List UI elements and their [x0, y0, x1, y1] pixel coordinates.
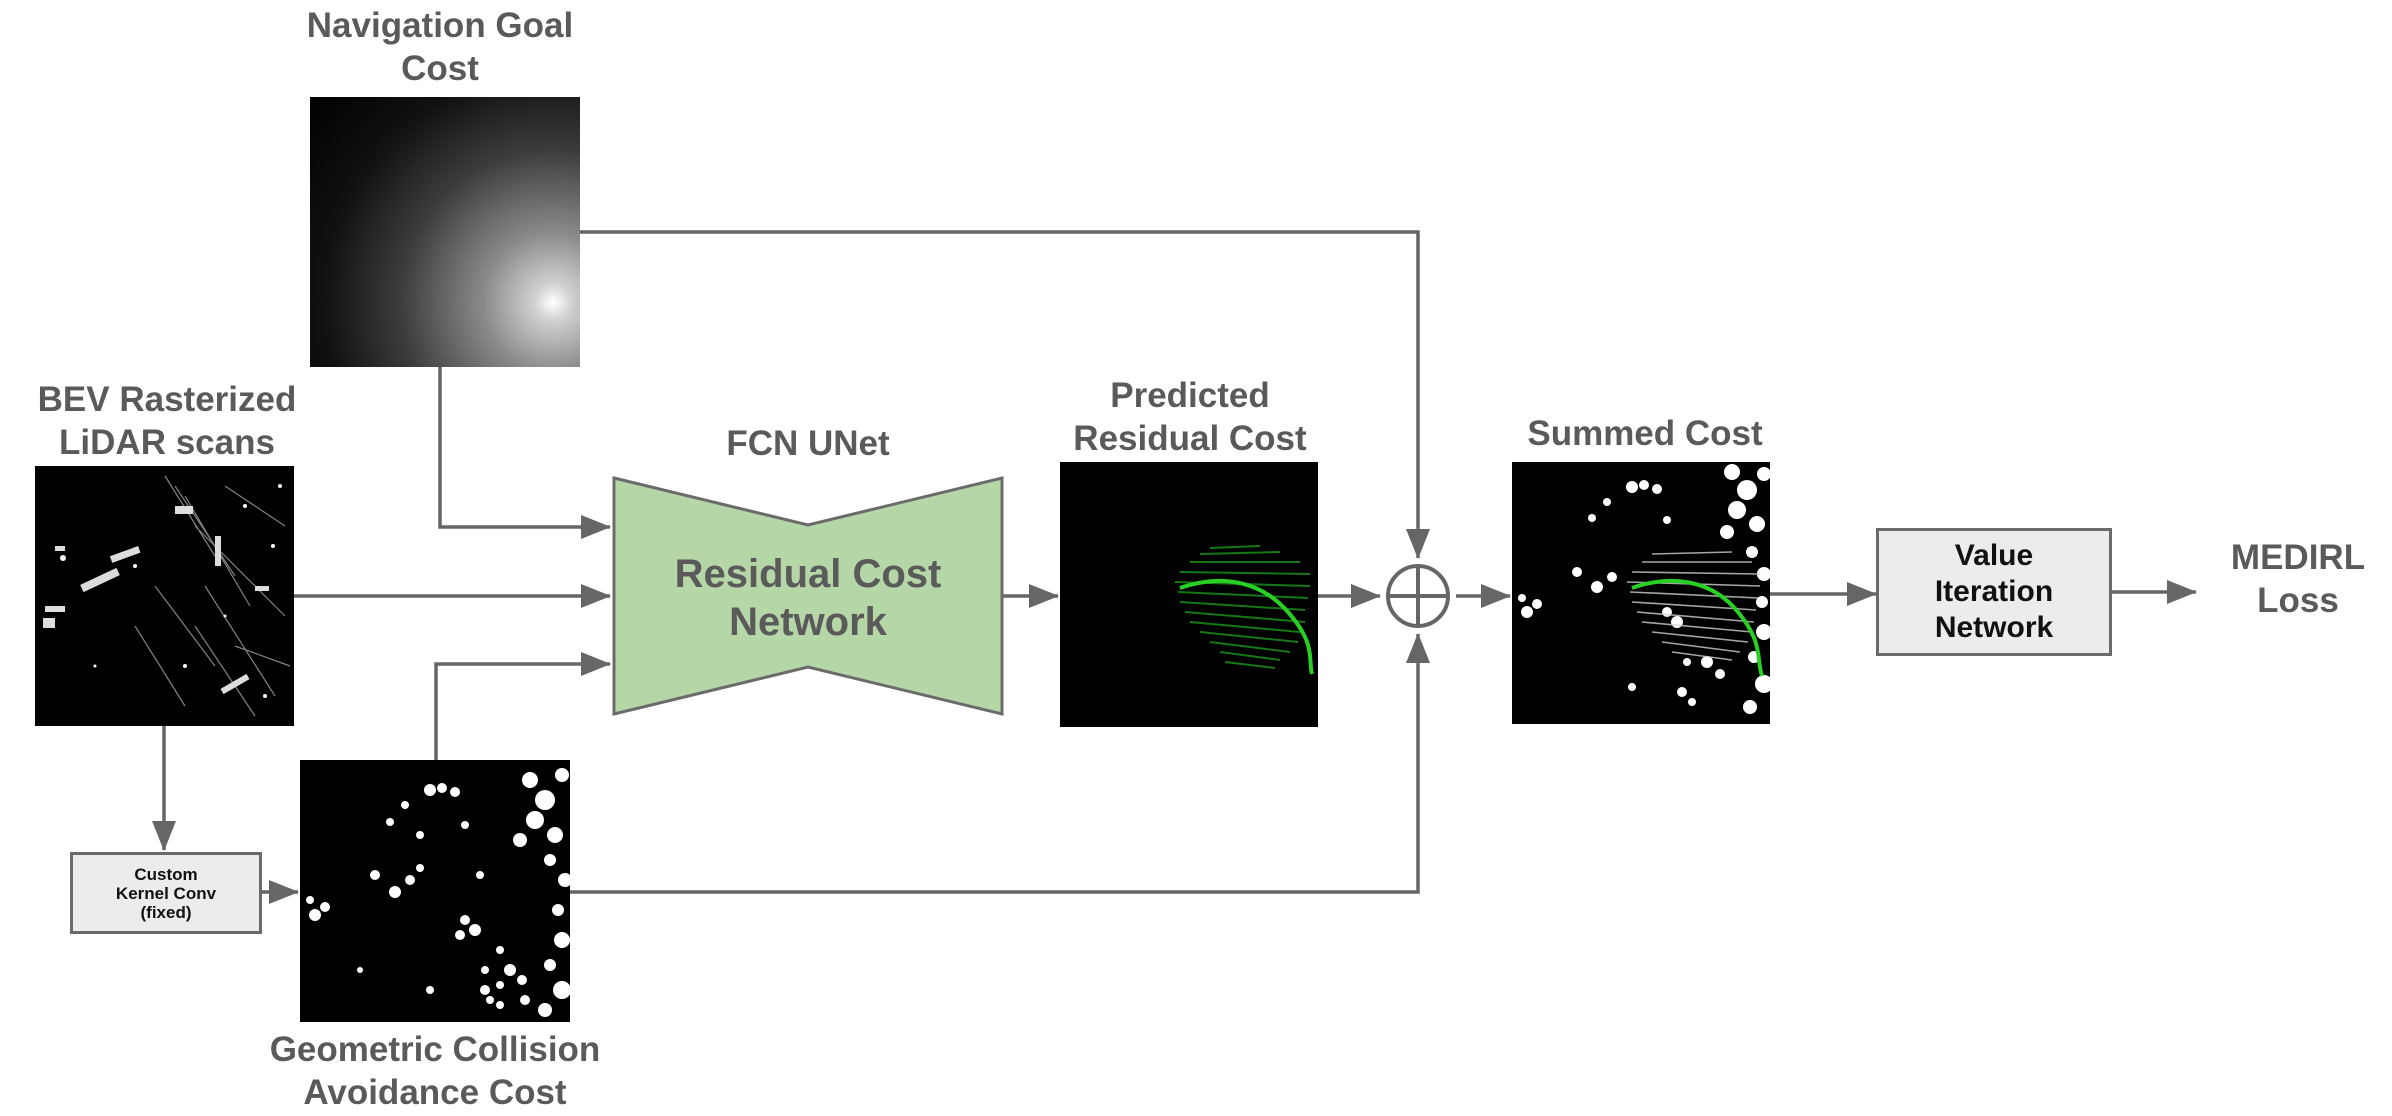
summed-cost-heatmap [1518, 464, 1770, 714]
sum-operator-icon [1386, 564, 1450, 628]
unet-inner-line1: Residual Cost [674, 552, 942, 596]
vin-line3: Network [1934, 611, 2054, 644]
predicted-label-line1: Predicted [1110, 376, 1270, 415]
predicted-trajectory [1179, 578, 1314, 675]
unet-shape [612, 476, 1004, 716]
bev-label-line1: BEV Rasterized [37, 380, 297, 419]
geometric-cost-blobs [306, 768, 570, 1017]
residual-cost-network-label: Residual Cost Network [618, 550, 998, 646]
loss-label-line1: MEDIRL [2230, 538, 2366, 577]
fcn-unet-title: FCN UNet [726, 424, 890, 463]
vin-line1: Value [1954, 539, 2034, 572]
predicted-label-line2: Residual Cost [1073, 419, 1307, 458]
custom-conv-line1: Custom [134, 864, 198, 884]
bev-label: BEV Rasterized LiDAR scans [12, 378, 322, 464]
summed-cost-image [1512, 462, 1770, 724]
custom-conv-line3: (fixed) [140, 902, 192, 922]
custom-kernel-conv-box: Custom Kernel Conv (fixed) [70, 852, 262, 934]
summed-cost-label: Summed Cost [1527, 414, 1763, 453]
nav-goal-label-line2: Cost [401, 49, 479, 88]
edge-navgoal-to-sum [580, 230, 1430, 559]
predicted-residual-image [1060, 462, 1318, 727]
geometric-label-line2: Avoidance Cost [303, 1073, 567, 1112]
predicted-residual-label: Predicted Residual Cost [1050, 374, 1330, 460]
nav-goal-label-line1: Navigation Goal [306, 6, 574, 45]
loss-label-line2: Loss [2257, 581, 2339, 620]
custom-conv-line2: Kernel Conv [115, 883, 217, 903]
vin-line2: Iteration [1934, 575, 2054, 608]
unet-inner-line2: Network [729, 600, 887, 644]
edge-geometric-to-sum [570, 633, 1430, 894]
nav-goal-image [310, 97, 580, 367]
nav-goal-label: Navigation Goal Cost [300, 4, 580, 90]
geometric-cost-image [300, 760, 570, 1022]
edge-geometric-to-unet [434, 652, 611, 760]
value-iteration-network-box: Value Iteration Network [1876, 528, 2112, 656]
geometric-label-line1: Geometric Collision [269, 1030, 601, 1069]
bev-label-line2: LiDAR scans [59, 423, 275, 462]
summed-trajectory [1631, 578, 1764, 677]
geometric-label: Geometric Collision Avoidance Cost [240, 1028, 630, 1114]
bev-lidar-image [35, 466, 294, 726]
bev-lidar-scatter [43, 475, 291, 717]
medirl-loss-label: MEDIRL Loss [2210, 536, 2386, 622]
edge-navgoal-to-unet [438, 366, 611, 539]
predicted-residual-heatmap [1174, 545, 1314, 675]
